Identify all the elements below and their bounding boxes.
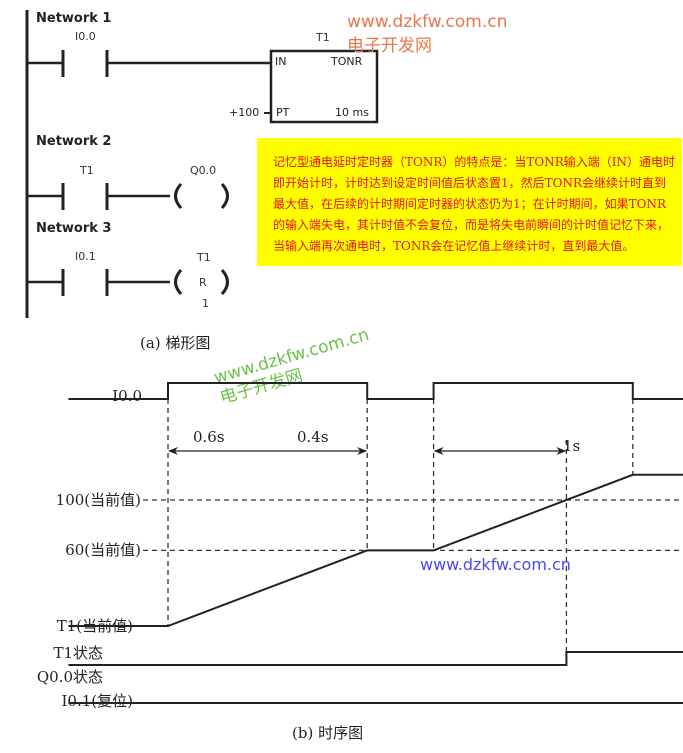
watermark-site-red: 电子开发网 <box>347 36 432 56</box>
arrowhead-left <box>168 447 178 455</box>
timer-type-label: TONR <box>331 55 363 68</box>
row-label-i00: I0.0 <box>112 387 142 405</box>
timer-name-label: T1 <box>316 31 330 44</box>
network-3-label: Network 3 <box>36 221 112 236</box>
row-label-pv60: 60(当前值) <box>65 541 141 559</box>
coil-q00-label: Q0.0 <box>190 164 217 177</box>
timer-pt-pin: PT <box>276 106 290 119</box>
coil-q00-right <box>220 182 229 210</box>
row-label-q00status: Q0.0状态 <box>36 668 103 686</box>
watermark-url-red: www.dzkfw.com.cn <box>347 12 508 32</box>
duration-label-1s: 1s <box>563 437 581 455</box>
watermark-url-blue: www.dzkfw.com.cn <box>420 555 571 574</box>
timer-resolution: 10 ms <box>335 106 369 119</box>
contact-i00-label: I0.0 <box>75 30 96 43</box>
tonr-box <box>269 49 379 124</box>
timer-in-pin: IN <box>275 55 287 68</box>
coil-reset-type: R <box>199 276 207 289</box>
row-label-i01: I0.1(复位) <box>61 692 134 710</box>
duration-label-0.6s: 0.6s <box>193 428 225 446</box>
coil-q00-left <box>174 182 183 210</box>
arrowhead-right <box>357 447 368 455</box>
timer-preset-value: +100 <box>229 106 260 119</box>
coil-reset-target-label: T1 <box>197 251 211 264</box>
trace-I0.0 <box>68 382 683 400</box>
ladder-diagram <box>25 10 379 318</box>
tonr-description-note: 记忆型通电延时定时器（TONR）的特点是：当TONR输入端（IN）通电时即开始计… <box>257 138 682 266</box>
rung-2 <box>27 182 229 210</box>
coil-reset-count: 1 <box>202 297 209 310</box>
arrowhead-left <box>433 447 444 455</box>
network-2-label: Network 2 <box>36 134 112 149</box>
coil-reset-right <box>220 268 229 296</box>
trace-I0.1(复位) <box>68 702 683 704</box>
network-1-label: Network 1 <box>36 11 112 26</box>
timing-caption: (b) 时序图 <box>292 724 364 742</box>
arrowhead-right <box>556 447 567 455</box>
trace-T1状态 <box>68 651 683 666</box>
row-label-pv100: 100(当前值) <box>55 491 141 509</box>
row-label-t1status: T1状态 <box>53 644 103 662</box>
row-label-t1pv: T1(当前值) <box>56 617 133 635</box>
coil-reset-left <box>174 268 183 296</box>
contact-t1-label: T1 <box>80 164 94 177</box>
ladder-caption: (a) 梯形图 <box>140 334 211 352</box>
trace-T1(当前值) <box>68 473 683 627</box>
rung-1 <box>27 49 379 124</box>
rung-3 <box>27 268 229 296</box>
contact-i01-label: I0.1 <box>75 250 96 263</box>
duration-label-0.4s: 0.4s <box>297 428 329 446</box>
